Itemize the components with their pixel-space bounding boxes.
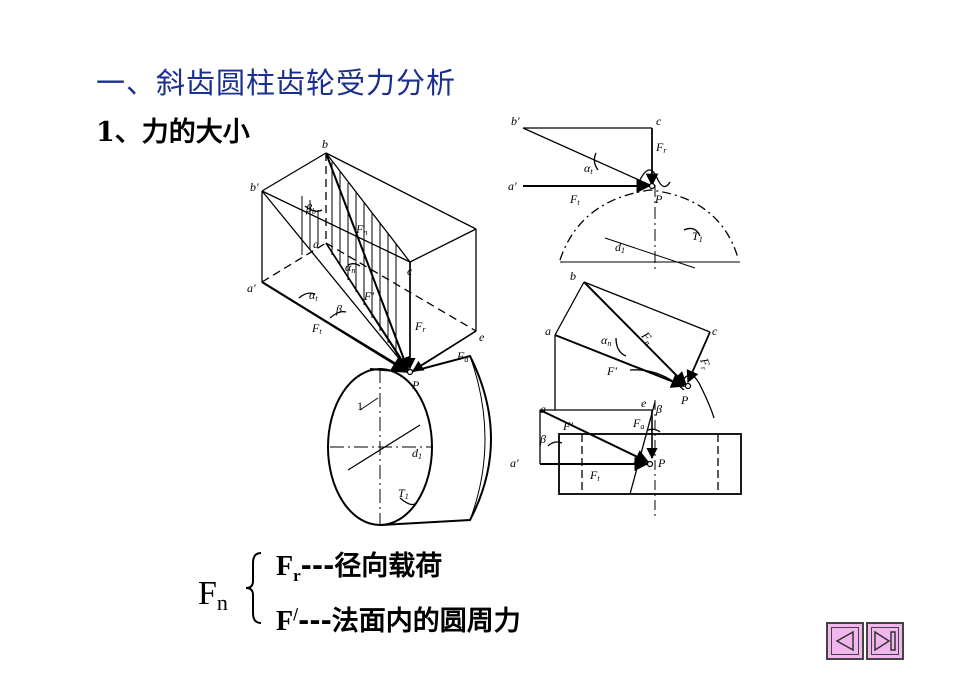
svg-text:Fa: Fa — [632, 416, 644, 431]
triangle-left-icon — [835, 630, 854, 652]
isometric-view — [261, 152, 492, 526]
svg-text:β: β — [335, 302, 342, 316]
svg-text:a′: a′ — [508, 179, 517, 193]
svg-text:a: a — [313, 237, 319, 251]
svg-text:d1: d1 — [615, 240, 625, 255]
svg-text:Fn: Fn — [637, 328, 656, 347]
svg-text:Ft: Ft — [569, 192, 580, 207]
slide-subtitle: 1、力的大小 — [96, 117, 250, 148]
svg-text:Ft: Ft — [589, 468, 600, 483]
svg-text:b: b — [322, 137, 328, 151]
triangle-right-bar-icon — [874, 630, 896, 652]
svg-text:Fa: Fa — [456, 349, 468, 364]
top-view-labels: a e a′ F′ Fa Ft β β P — [510, 396, 666, 483]
svg-text:αn: αn — [345, 260, 355, 275]
radial-force-subscript: r — [293, 566, 301, 585]
radial-force-symbol: F — [276, 551, 294, 582]
svg-text:b′: b′ — [511, 114, 520, 128]
svg-text:a′: a′ — [510, 456, 519, 470]
svg-text:Fr: Fr — [655, 140, 667, 155]
svg-text:d1: d1 — [412, 446, 422, 461]
svg-text:αn: αn — [601, 333, 611, 348]
curly-brace-icon — [245, 552, 262, 624]
fn-letter: F — [198, 575, 217, 612]
svg-text:c: c — [407, 264, 413, 278]
svg-text:c: c — [712, 324, 718, 338]
svg-text:e: e — [641, 396, 647, 410]
radial-force-text: ---径向载荷 — [300, 551, 443, 582]
definition-radial: Fr---径向载荷 — [276, 544, 443, 585]
svg-text:b′: b′ — [250, 180, 259, 194]
svg-text:a: a — [540, 402, 546, 416]
svg-text:P: P — [411, 378, 420, 392]
end-view — [522, 127, 740, 270]
svg-text:T1: T1 — [398, 486, 409, 501]
definition-normal: F/---法面内的圆周力 — [276, 599, 521, 638]
fn-symbol: Fn — [198, 575, 228, 615]
svg-text:Ft: Ft — [311, 321, 322, 336]
next-slide-button[interactable] — [866, 622, 904, 660]
svg-text:b: b — [570, 269, 576, 283]
top-view — [539, 400, 742, 520]
svg-text:Fr: Fr — [414, 319, 426, 334]
prev-slide-button[interactable] — [826, 622, 864, 660]
svg-text:β: β — [539, 432, 546, 446]
svg-text:β: β — [655, 402, 662, 416]
normal-force-superscript: / — [293, 605, 299, 623]
svg-text:a: a — [545, 324, 551, 338]
normal-section-view — [554, 281, 715, 419]
svg-text:T1: T1 — [692, 229, 703, 244]
svg-text:F′: F′ — [606, 364, 617, 378]
end-view-labels: b′ c a′ Fr Ft αt P d1 T1 — [508, 114, 703, 255]
prev-button-frame — [831, 627, 859, 655]
svg-text:c: c — [656, 114, 662, 128]
svg-text:P: P — [657, 456, 666, 470]
slide-title: 一、斜齿圆柱齿轮受力分析 — [96, 66, 457, 100]
svg-text:βb: βb — [305, 201, 316, 216]
svg-text:a′: a′ — [247, 281, 256, 295]
svg-text:F′: F′ — [363, 289, 374, 303]
normal-section-labels: b a c Fn Fr αn F′ P — [545, 269, 718, 407]
normal-force-symbol: F — [276, 606, 294, 637]
svg-text:αt: αt — [584, 161, 593, 176]
svg-text:F′: F′ — [562, 419, 573, 433]
svg-text:αt: αt — [309, 288, 318, 303]
svg-text:1: 1 — [357, 399, 363, 413]
svg-text:P: P — [680, 393, 689, 407]
svg-text:P: P — [654, 192, 663, 206]
fn-subscript: n — [216, 590, 228, 615]
svg-text:e: e — [479, 330, 485, 344]
svg-text:Fn: Fn — [355, 222, 367, 237]
next-button-frame — [871, 627, 899, 655]
normal-force-text: ---法面内的圆周力 — [298, 606, 521, 637]
